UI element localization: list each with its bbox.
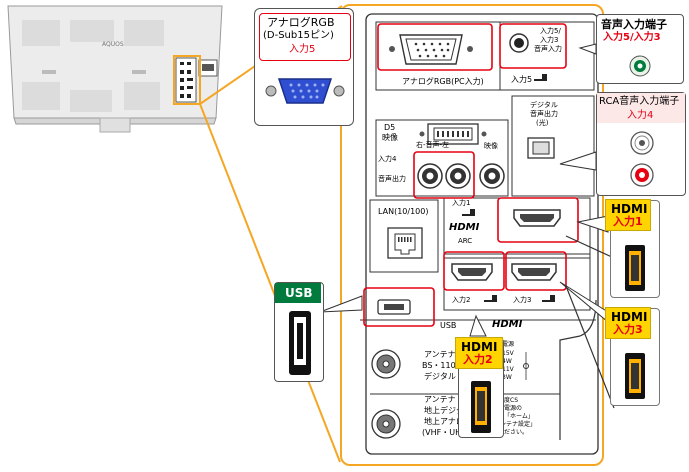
antenna2-note-4: ンテナ設定」 xyxy=(500,421,537,428)
antenna1-label-1: アンテナ xyxy=(424,350,456,359)
antenna2-label-4: (VHF・UH xyxy=(422,428,462,437)
d5-label-1: D5 xyxy=(384,123,396,132)
hdmi2-tag xyxy=(455,337,503,369)
hdmi1-callout: HDMI 入力1 xyxy=(605,199,660,298)
hdmi3-input-label: 入力3 xyxy=(513,296,532,304)
digital-out-label-2: 音声出力 xyxy=(530,110,558,118)
vga-callout-title xyxy=(259,13,351,61)
hdmi1-callout-line1: HDMI xyxy=(611,202,648,216)
mini-jack-icon xyxy=(629,55,651,77)
input4-label-2: 音声出力 xyxy=(378,175,406,183)
rca-callout-line2: 入力4 xyxy=(627,110,654,121)
hdmi1-tag xyxy=(605,199,651,231)
hdmi2-callout: HDMI 入力2 xyxy=(455,337,504,438)
rca-video-label: 映像 xyxy=(484,142,498,150)
antenna2-label-2: 地上デジタ xyxy=(424,406,464,415)
hdmi1-plug-icon xyxy=(625,245,645,291)
hdmi3-tag xyxy=(605,307,651,339)
antenna1-power-5: 3W xyxy=(502,374,512,381)
hdmi3-plug-icon xyxy=(625,353,645,399)
hdmi3-callout-line1: HDMI xyxy=(611,310,648,324)
hdmi-panel-logo: HDMI xyxy=(492,319,523,330)
hdmi1-logo: HDMI xyxy=(449,222,480,233)
hdmi3-callout: HDMI 入力3 xyxy=(605,307,660,406)
usb-plug-icon xyxy=(289,311,311,375)
hdmi2-input-label: 入力2 xyxy=(452,296,471,304)
antenna2-note-1: 度CS xyxy=(504,397,518,404)
rca-jacks-icon xyxy=(630,131,654,187)
hdmi3-callout-line2: 入力3 xyxy=(613,323,643,336)
vga-callout: アナログRGB (D-Sub15ピン) 入力5 xyxy=(254,8,354,126)
antenna2-note-3: 「ホーム」 xyxy=(504,413,534,420)
audio-in-bottom-label: 入力5 xyxy=(511,75,533,84)
lan-label: LAN(10/100) xyxy=(378,207,429,216)
antenna1-power-1: 電源 xyxy=(502,341,515,348)
audio-callout-line2: 入力5/入力3 xyxy=(603,32,661,43)
rca-audio-callout: RCA音声入力端子 入力4 xyxy=(596,92,686,196)
usb-callout: USB xyxy=(274,282,324,382)
usb-panel-label: USB xyxy=(440,321,457,330)
vga-callout-line2: (D-Sub15ピン) xyxy=(263,30,334,41)
hdmi2-callout-line2: 入力2 xyxy=(463,353,493,366)
antenna1-label-3: デジタル xyxy=(424,372,456,381)
rca-callout-header-bg xyxy=(597,93,685,123)
hdmi1-arc-label: ARC xyxy=(458,237,473,245)
d5-label-2: 映像 xyxy=(382,133,398,142)
antenna2-label-3: 地上アナロ xyxy=(424,417,464,426)
hdmi2-plug-icon xyxy=(471,381,491,433)
tv-rear-thumbnail: AQUOS xyxy=(0,0,240,140)
antenna-connectors xyxy=(371,349,401,439)
audio-input-callout: 音声入力端子 入力5/入力3 xyxy=(596,14,684,84)
antenna2-note-2: 電源の xyxy=(504,405,523,412)
digital-out-label-3: (光) xyxy=(536,119,549,127)
tv-brand-logo: AQUOS xyxy=(102,41,124,48)
antenna1-power-2: 15V xyxy=(502,350,514,357)
digital-out-label-1: デジタル xyxy=(530,101,558,109)
usb-callout-label: USB xyxy=(285,286,313,300)
audio-in-label-2: 入力3 xyxy=(540,36,559,44)
rca-jacks xyxy=(417,163,505,189)
rca-callout-line1: RCA音声入力端子 xyxy=(599,96,680,107)
vga-port-shape xyxy=(389,34,473,65)
audio-callout-line1: 音声入力端子 xyxy=(601,18,667,31)
usb-tag xyxy=(275,283,321,303)
vga-callout-line1: アナログRGB xyxy=(267,16,335,29)
input4-label-1: 入力4 xyxy=(378,155,397,163)
hdmi2-callout-line1: HDMI xyxy=(461,340,498,354)
vga-callout-line3: 入力5 xyxy=(289,44,316,55)
antenna2-note-5: ださい。 xyxy=(504,429,529,436)
antenna2-label-1: アンテナ xyxy=(424,395,456,404)
antenna1-label-2: BS・110度 xyxy=(422,361,464,370)
vga-cable-icon xyxy=(265,78,345,104)
hdmi-port-shapes xyxy=(451,209,561,281)
tv-rear-illustration xyxy=(7,5,223,133)
rca-audio-lr-label: 右-音声-左 xyxy=(416,141,450,149)
hdmi1-input-label: 入力1 xyxy=(452,199,471,207)
vga-port-label: アナログRGB(PC入力) xyxy=(402,77,484,86)
antenna1-power-4: 11V xyxy=(502,366,514,373)
audio-in-label-3: 音声入力 xyxy=(534,45,562,53)
audio-in-label-1: 入力5/ xyxy=(540,27,561,35)
hdmi1-callout-line2: 入力1 xyxy=(613,215,643,228)
antenna1-power-3: 4W xyxy=(502,358,512,365)
